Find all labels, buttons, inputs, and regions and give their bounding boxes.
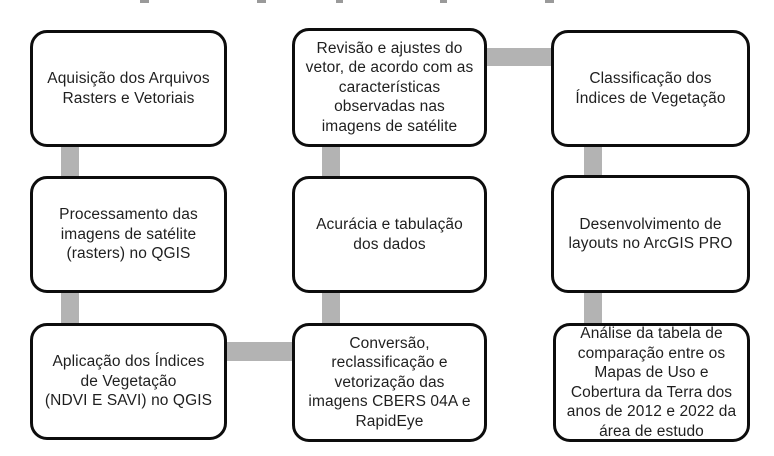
cropped-text-remnant [545, 0, 554, 3]
cropped-text-remnant [140, 0, 149, 3]
flow-node-aquisicao-arquivos: Aquisição dos Arquivos Rasters e Vetoria… [30, 30, 227, 147]
flow-node-label: Conversão, reclassificação e vetorização… [308, 334, 471, 430]
flow-node-label: Classificação dos Índices de Vegetação [575, 70, 726, 107]
flow-node-label: Acurácia e tabulação dos dados [316, 216, 463, 253]
flow-node-label: Análise da tabela de comparação entre os… [566, 325, 737, 440]
flow-node-label: Desenvolvimento de layouts no ArcGIS PRO [568, 215, 733, 253]
connector-acuracia-revisao [322, 144, 340, 178]
flow-node-label: Aquisição dos Arquivos Rasters e Vetoria… [47, 70, 210, 107]
connector-revisao-classificacao [485, 48, 553, 66]
connector-aplicacao-conversao [225, 342, 294, 361]
flow-node-conversao-vetorizacao: Conversão, reclassificação e vetorização… [292, 323, 487, 442]
connector-classificacao-desenvolvimento [584, 144, 602, 177]
flow-node-label: Processamento das imagens de satélite (r… [59, 206, 198, 263]
flow-node-desenvolvimento-layouts: Desenvolvimento de layouts no ArcGIS PRO [551, 175, 750, 293]
flow-node-label: Revisão e ajustes do vetor, de acordo co… [305, 39, 474, 135]
cropped-text-remnant [440, 0, 447, 3]
cropped-text-remnant [257, 0, 266, 3]
cropped-text-remnant [336, 0, 343, 3]
flow-node-analise-tabela: Análise da tabela de comparação entre os… [553, 323, 750, 442]
flow-node-revisao-ajustes: Revisão e ajustes do vetor, de acordo co… [292, 28, 487, 147]
connector-conversao-acuracia [322, 291, 340, 325]
flow-node-processamento-imagens: Processamento das imagens de satélite (r… [30, 176, 227, 293]
connector-desenvolvimento-analise [584, 291, 602, 325]
flow-node-aplicacao-indices: Aplicação dos Índices de Vegetação (NDVI… [30, 323, 227, 440]
flow-node-label: Aplicação dos Índices de Vegetação (NDVI… [44, 353, 213, 410]
connector-processamento-aplicacao [61, 291, 79, 325]
flow-node-acuracia-tabulacao: Acurácia e tabulação dos dados [292, 176, 487, 293]
flow-node-classificacao-indices: Classificação dos Índices de Vegetação [551, 30, 750, 147]
connector-aquisicao-processamento [61, 144, 79, 178]
